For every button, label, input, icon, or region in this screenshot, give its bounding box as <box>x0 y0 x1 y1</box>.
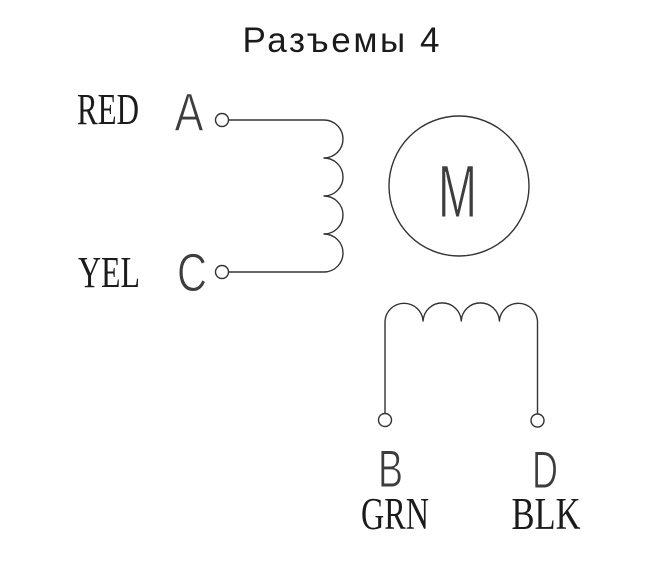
winding-ac-coil <box>227 119 344 273</box>
terminal-b-node <box>377 412 393 428</box>
terminal-d-label: D <box>532 441 558 500</box>
wire-color-blk-label: BLK <box>512 489 581 539</box>
diagram-title: Разъемы 4 <box>243 21 440 60</box>
wire-color-red-label: RED <box>77 85 139 134</box>
motor-circle <box>388 115 530 257</box>
terminal-b-label: B <box>378 440 403 499</box>
terminal-a-node <box>214 112 230 128</box>
wire-color-yel-label: YEL <box>78 248 140 297</box>
winding-bd: B D GRN BLK <box>361 302 581 539</box>
motor-label: M <box>438 150 477 233</box>
wire-color-grn-label: GRN <box>361 489 429 539</box>
terminal-c-node <box>214 264 230 280</box>
motor-symbol: M <box>388 115 530 257</box>
winding-ac: A C RED YEL <box>77 83 344 304</box>
terminal-c-label: C <box>177 243 207 303</box>
winding-bd-coil <box>384 302 539 415</box>
terminal-d-node <box>530 413 545 428</box>
terminal-a-label: A <box>175 83 204 143</box>
